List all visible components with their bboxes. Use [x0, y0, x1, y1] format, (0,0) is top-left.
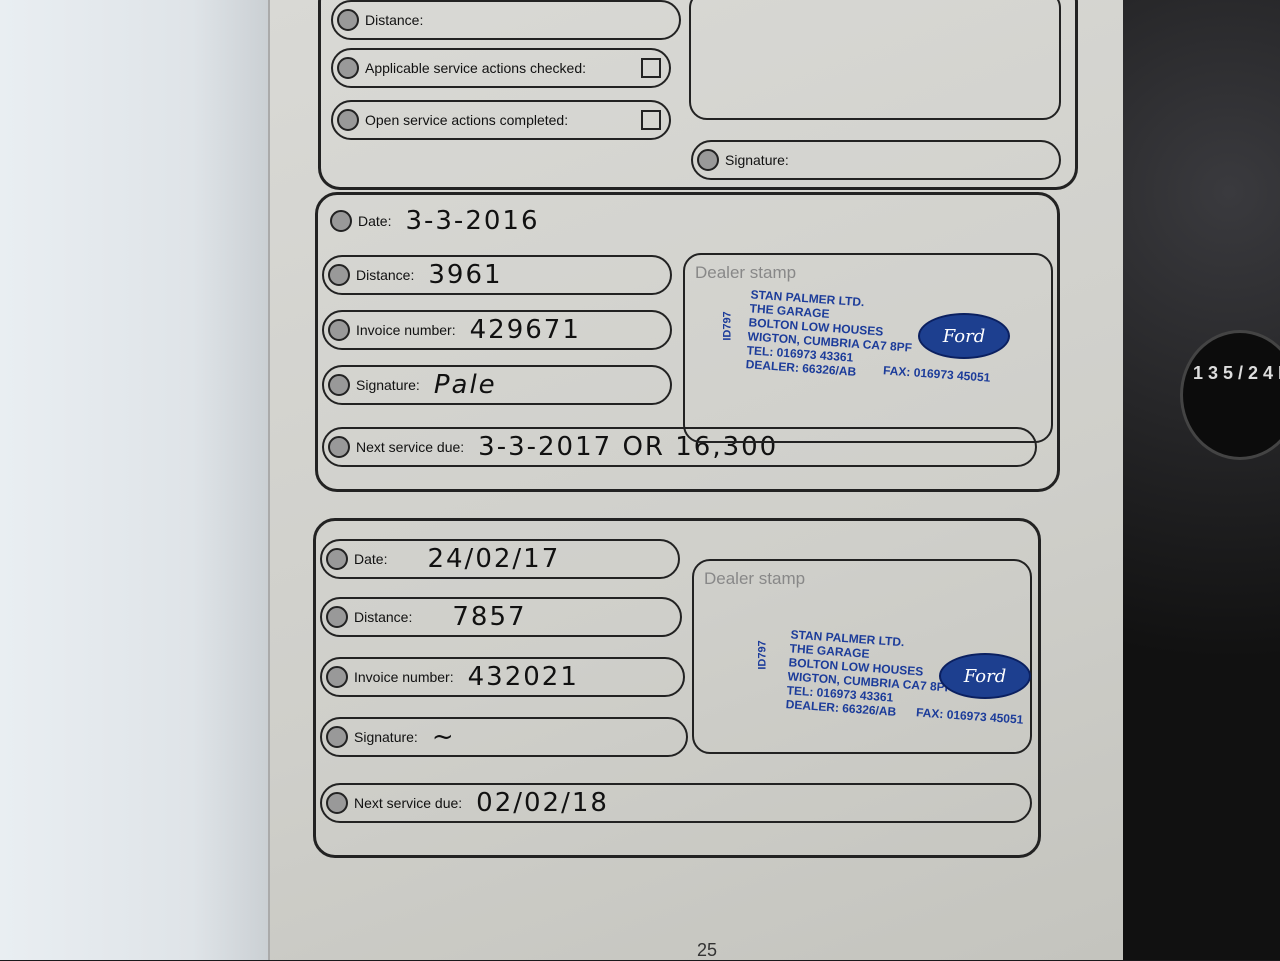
label: Next service due:	[356, 439, 465, 455]
label: Open service actions completed:	[365, 112, 569, 128]
stamp-id: ID797	[756, 640, 769, 670]
date-field: Date: 24/02/17	[320, 539, 680, 579]
bullet-icon	[328, 264, 350, 286]
checkbox[interactable]	[641, 58, 661, 78]
next-service-value: 3-3-2017 OR 16,300	[478, 432, 779, 462]
page-number: 25	[697, 940, 718, 960]
signature-field: Signature: ~	[320, 717, 688, 757]
next-service-value: 02/02/18	[476, 788, 609, 818]
stamp-heading: Dealer stamp	[695, 263, 797, 282]
ford-logo: Ford	[939, 653, 1031, 699]
top-section: Distance: Applicable service actions che…	[318, 0, 1078, 190]
stamp-id: ID797	[721, 311, 734, 341]
signature-field: Signature: Pale	[322, 365, 672, 405]
dealer-stamp-box: Dealer stamp	[692, 559, 1032, 754]
bullet-icon	[337, 109, 359, 131]
invoice-field: Invoice number: 429671	[322, 310, 672, 350]
service-entry-1: Date: 3-3-2016 Distance: 3961 Invoice numb…	[315, 192, 1060, 492]
signature-value: ~	[431, 722, 456, 752]
service-entry-2: Date: 24/02/17 Distance: 7857 Invoice numb…	[313, 518, 1041, 858]
bullet-icon	[326, 606, 348, 628]
label: Signature:	[725, 152, 789, 168]
signature-value: Pale	[433, 370, 497, 400]
next-service-field: Next service due: 3-3-2017 OR 16,300	[322, 427, 1037, 467]
label: Invoice number:	[354, 669, 454, 685]
bullet-icon	[326, 726, 348, 748]
stamp-heading: Dealer stamp	[704, 569, 806, 588]
applicable-field: Applicable service actions checked:	[331, 48, 671, 88]
bullet-icon	[326, 792, 348, 814]
label: Applicable service actions checked:	[365, 60, 587, 76]
date-value: 3-3-2016	[405, 206, 540, 236]
bullet-icon	[328, 374, 350, 396]
label: Distance:	[356, 267, 415, 283]
distance-value: 7857	[452, 602, 527, 632]
label: Distance:	[365, 12, 424, 28]
date-field: Date: 3-3-2016	[326, 201, 671, 241]
distance-field: Distance:	[331, 0, 681, 40]
label: Signature:	[356, 377, 420, 393]
bullet-icon	[326, 548, 348, 570]
label: Date:	[354, 551, 388, 567]
distance-field: Distance: 7857	[320, 597, 682, 637]
gear-knob: 1 3 5 / 2 4 R	[1180, 330, 1280, 460]
car-interior	[1110, 0, 1280, 960]
ford-logo: Ford	[918, 313, 1010, 359]
bullet-icon	[328, 319, 350, 341]
distance-value: 3961	[428, 260, 503, 290]
bullet-icon	[337, 57, 359, 79]
label: Date:	[358, 213, 392, 229]
dealer-stamp-box: Dealer stamp	[683, 253, 1053, 443]
bullet-icon	[330, 210, 352, 232]
left-page	[0, 0, 275, 960]
signature-field: Signature:	[691, 140, 1061, 180]
label: Invoice number:	[356, 322, 456, 338]
distance-field: Distance: 3961	[322, 255, 672, 295]
bullet-icon	[328, 436, 350, 458]
bullet-icon	[337, 9, 359, 31]
label: Signature:	[354, 729, 418, 745]
checkbox[interactable]	[641, 110, 661, 130]
next-service-field: Next service due: 02/02/18	[320, 783, 1032, 823]
date-value: 24/02/17	[427, 544, 561, 574]
invoice-field: Invoice number: 432021	[320, 657, 685, 697]
dealer-stamp-box	[689, 0, 1061, 120]
label: Distance:	[354, 609, 413, 625]
invoice-value: 432021	[467, 662, 579, 692]
bullet-icon	[326, 666, 348, 688]
bullet-icon	[697, 149, 719, 171]
invoice-value: 429671	[469, 315, 581, 345]
label: Next service due:	[354, 795, 463, 811]
open-actions-field: Open service actions completed:	[331, 100, 671, 140]
